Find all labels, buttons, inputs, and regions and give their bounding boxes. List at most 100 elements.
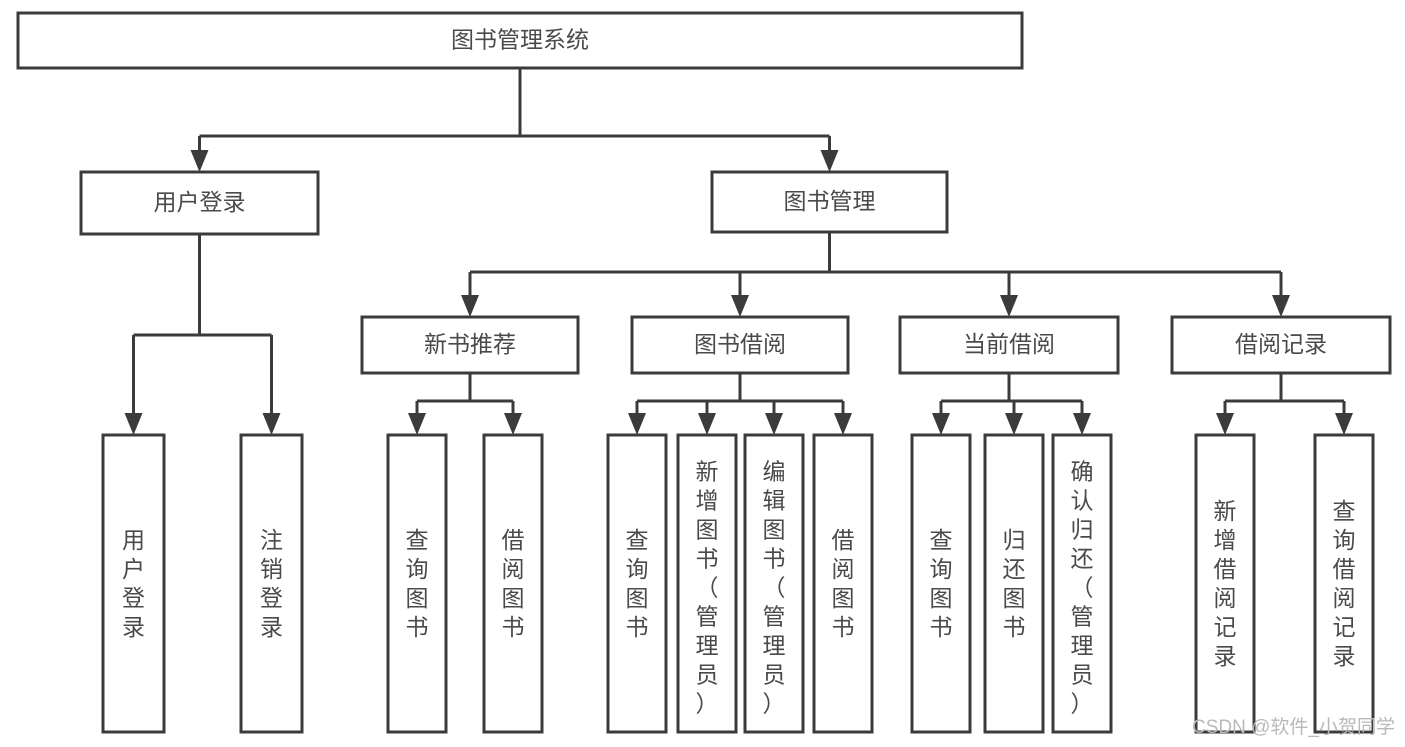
node-label-char: ）: [763, 691, 786, 717]
node-图书管理[interactable]: 图书管理: [710, 170, 949, 234]
node-label-char: 借: [832, 527, 855, 553]
node-label: 当前借阅: [963, 331, 1055, 357]
node-label-char: 记: [1333, 614, 1356, 640]
node-label-char: 查: [406, 527, 429, 553]
node-label-char: 询: [930, 556, 953, 582]
node-box: [676, 433, 738, 734]
node-layer: 新书推荐图书借阅当前借阅借阅记录用户登录图书管理用户登录注销登录查询图书借阅图书…: [16, 11, 1392, 734]
node-图书借阅[interactable]: 图书借阅: [630, 315, 850, 375]
node-label-char: 录: [1333, 643, 1356, 669]
node-label-char: 用: [122, 527, 145, 553]
node-label-char: 管: [763, 604, 786, 630]
node-label-char: 理: [1071, 633, 1094, 659]
node-label: 图书管理: [784, 188, 876, 214]
node-label-char: 还: [1003, 556, 1026, 582]
node-label-char: 录: [122, 614, 145, 640]
node-label-char: 员: [696, 662, 719, 688]
node-label-char: 借: [1214, 556, 1237, 582]
arrow-head-icon: [628, 413, 646, 435]
arrow-head-icon: [1272, 295, 1290, 317]
node-label-char: 图: [930, 585, 953, 611]
node-label-char: 编: [763, 459, 786, 485]
node-label-char: 录: [1214, 643, 1237, 669]
node-label-char: 图: [502, 585, 525, 611]
node-label-char: 图: [1003, 585, 1026, 611]
node-box: [1194, 433, 1256, 734]
node-label-char: 归: [1071, 517, 1094, 543]
arrow-head-icon: [124, 413, 143, 435]
node-box: [101, 433, 166, 734]
watermark-label: CSDN @软件_小贺同学: [1192, 716, 1395, 738]
node-label-char: 图: [696, 517, 719, 543]
node-label: 图书管理系统: [451, 27, 589, 53]
node-box: [1051, 433, 1113, 734]
node-box: [386, 433, 448, 734]
arrow-head-icon: [731, 295, 749, 317]
node-box: [360, 315, 580, 375]
node-box: [606, 433, 668, 734]
node-label-char: 管: [696, 604, 719, 630]
node-label-char: 询: [406, 556, 429, 582]
node-label-char: 查: [626, 527, 649, 553]
node-借阅记录[interactable]: 借阅记录: [1170, 315, 1392, 375]
arrow-head-icon: [1005, 413, 1023, 435]
node-label-char: 书: [406, 614, 429, 640]
arrow-head-icon: [932, 413, 950, 435]
node-label-char: 录: [260, 614, 283, 640]
node-box: [79, 170, 320, 236]
arrow-head-icon: [765, 413, 783, 435]
node-label-char: 记: [1214, 614, 1237, 640]
node-box: [630, 315, 850, 375]
node-label: 借阅记录: [1235, 331, 1327, 357]
arrow-head-icon: [1000, 295, 1018, 317]
node-label: 用户登录: [154, 189, 246, 215]
node-box: [239, 433, 304, 734]
node-新书推荐[interactable]: 新书推荐: [360, 315, 580, 375]
node-label-char: （: [696, 575, 719, 601]
arrow-head-icon: [834, 413, 852, 435]
node-label-char: 阅: [502, 556, 525, 582]
node-label-char: 借: [1333, 556, 1356, 582]
node-用户登录[interactable]: 用户登录: [79, 170, 320, 236]
node-label-char: 图: [626, 585, 649, 611]
node-box: [983, 433, 1045, 734]
arrow-head-icon: [504, 413, 522, 435]
node-label-char: 书: [696, 546, 719, 572]
node-label-char: 书: [763, 546, 786, 572]
connector-layer: [124, 68, 1353, 435]
node-label-char: 查: [1333, 498, 1356, 524]
node-label-char: 书: [626, 614, 649, 640]
node-label-char: 书: [1003, 614, 1026, 640]
node-box: [710, 170, 949, 234]
node-box: [1313, 433, 1375, 734]
node-图书管理系统[interactable]: 图书管理系统: [16, 11, 1024, 70]
node-box: [812, 433, 874, 734]
node-当前借阅[interactable]: 当前借阅: [898, 315, 1120, 375]
node-用户登录[interactable]: 用户登录: [101, 433, 166, 734]
node-label-char: 户: [122, 556, 145, 582]
node-label-char: 确: [1071, 459, 1094, 485]
node-label-char: ）: [1071, 691, 1094, 717]
node-label-char: 理: [696, 633, 719, 659]
node-label-char: 增: [696, 488, 719, 514]
node-label-char: （: [1071, 575, 1094, 601]
arrow-head-icon: [190, 150, 209, 172]
arrow-head-icon: [820, 150, 839, 172]
node-label-char: 询: [626, 556, 649, 582]
arrow-head-icon: [461, 295, 479, 317]
node-label-char: 销: [260, 556, 283, 582]
